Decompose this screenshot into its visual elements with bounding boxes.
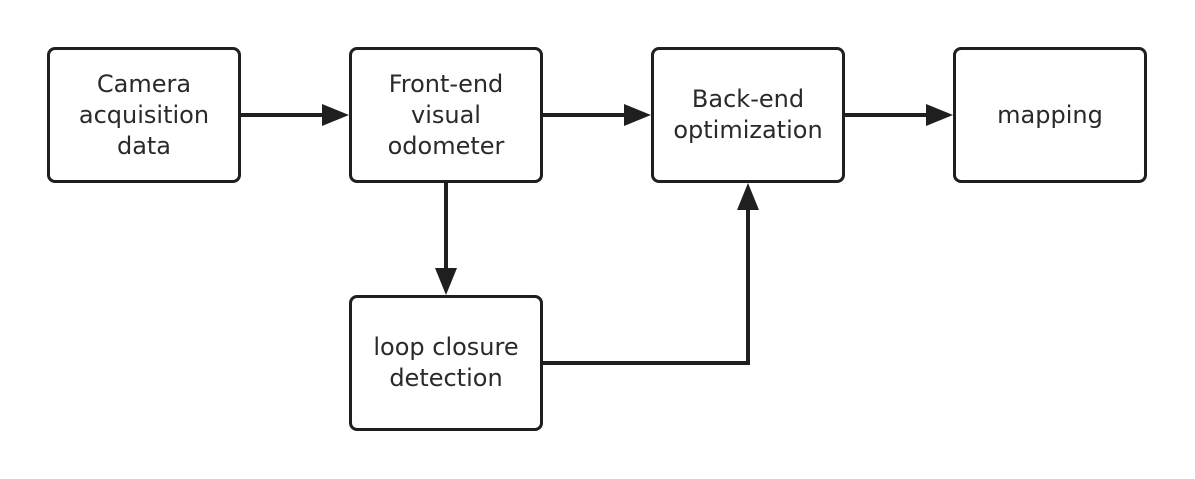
node-camera-acquisition-data: Camera acquisition data [47, 47, 241, 183]
node-back-end-optimization: Back-end optimization [651, 47, 845, 183]
node-label: loop closure detection [373, 333, 519, 392]
edge-frontend-to-loop [435, 183, 457, 295]
node-label: Back-end optimization [673, 85, 823, 144]
edge-backend-to-mapping [845, 104, 953, 126]
node-mapping: mapping [953, 47, 1147, 183]
node-label: mapping [997, 100, 1103, 129]
node-label: Camera acquisition data [78, 69, 210, 160]
node-loop-closure-detection: loop closure detection [349, 295, 543, 431]
edge-frontend-to-backend [543, 104, 651, 126]
edge-loop-to-backend [543, 183, 759, 365]
node-front-end-visual-odometer: Front-end visual odometer [349, 47, 543, 183]
node-label: Front-end visual odometer [387, 69, 505, 160]
edge-camera-to-frontend [241, 104, 349, 126]
